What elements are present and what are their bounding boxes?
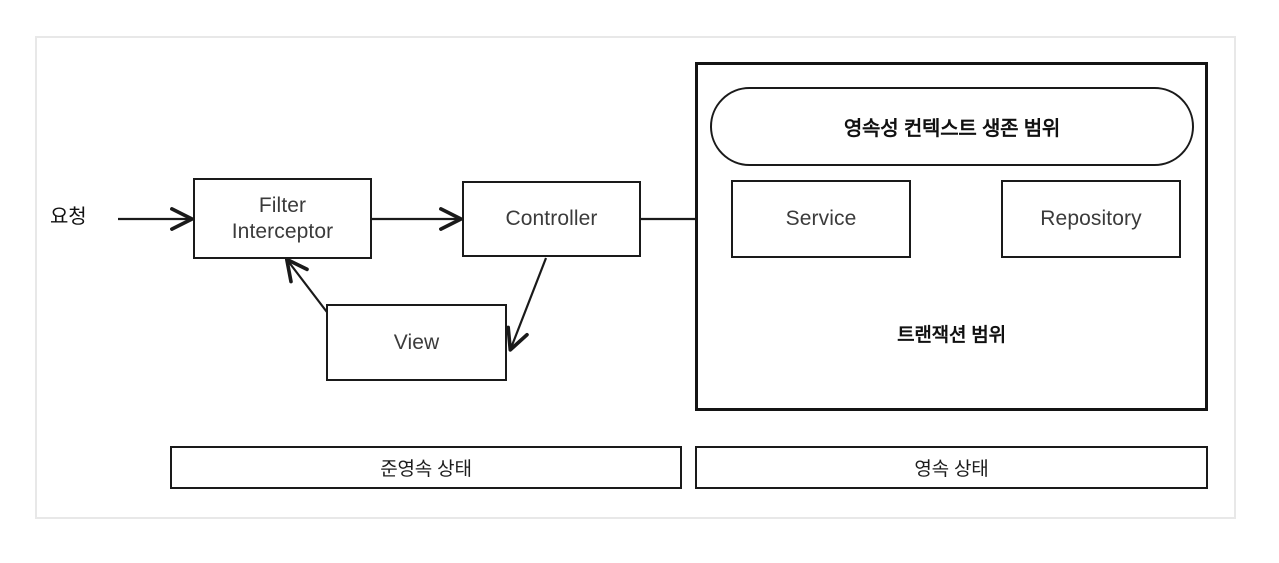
- node-service[interactable]: Service: [731, 180, 911, 258]
- node-filter-label-line2: Interceptor: [231, 219, 334, 243]
- node-repository[interactable]: Repository: [1001, 180, 1181, 258]
- persistence-context-scope: 영속성 컨텍스트 생존 범위: [710, 87, 1194, 166]
- transaction-scope-label: 트랜잭션 범위: [897, 325, 1006, 346]
- node-view-label: View: [393, 330, 440, 354]
- state-bar-detached: 준영속 상태: [170, 446, 682, 489]
- node-filter-label-line1: Filter: [258, 193, 307, 217]
- node-service-label: Service: [785, 207, 857, 231]
- node-filter-interceptor[interactable]: Filter Interceptor: [193, 178, 372, 259]
- request-label: 요청: [50, 206, 87, 228]
- state-bar-persistent: 영속 상태: [695, 446, 1208, 489]
- state-bar-detached-label: 준영속 상태: [380, 459, 472, 480]
- persistence-context-label: 영속성 컨텍스트 생존 범위: [843, 118, 1061, 140]
- node-controller-label: Controller: [505, 207, 598, 231]
- node-view[interactable]: View: [326, 304, 507, 381]
- state-bar-persistent-label: 영속 상태: [914, 459, 989, 480]
- node-controller[interactable]: Controller: [462, 181, 641, 257]
- node-repository-label: Repository: [1040, 207, 1142, 231]
